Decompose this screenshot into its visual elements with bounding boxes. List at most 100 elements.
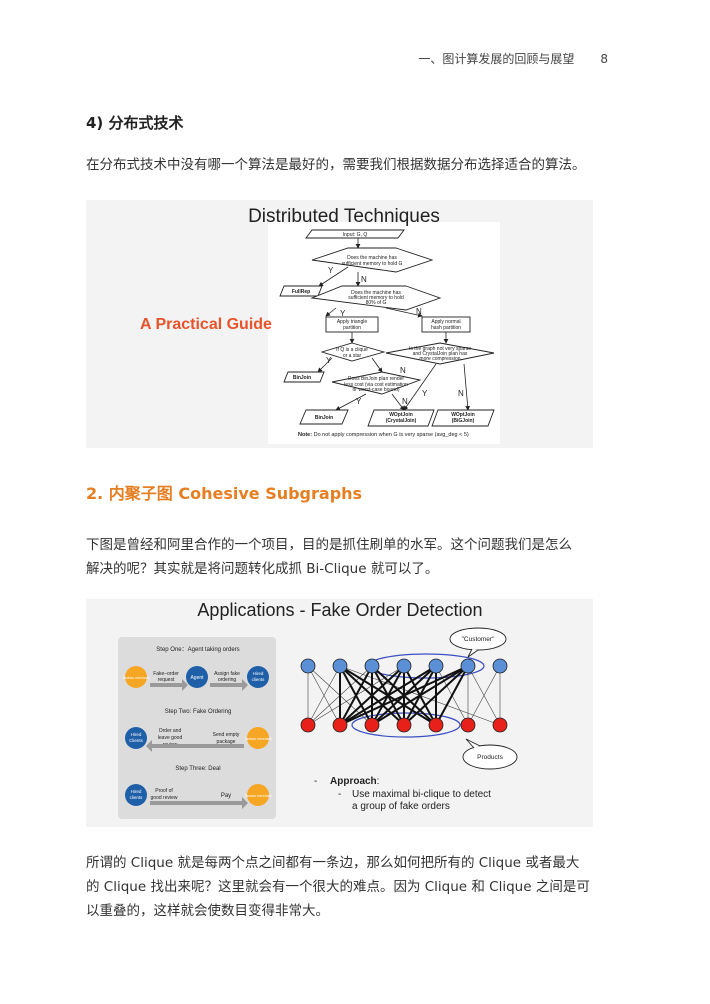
send-label-b: package bbox=[217, 739, 236, 745]
label-d3a: If Q is a clique bbox=[336, 347, 368, 353]
edge-label-y1: Y bbox=[328, 266, 334, 275]
figure-fake-order-detection: Applications - Fake Order Detection Step… bbox=[86, 599, 593, 827]
merchant-circle-1 bbox=[125, 666, 147, 688]
edge-label-y2: Y bbox=[340, 309, 346, 318]
label-d4a: Does BinJoin plan render bbox=[348, 376, 404, 382]
fake-order-label-b: request bbox=[158, 677, 175, 683]
customer-node-4 bbox=[396, 658, 412, 674]
section-heading-cohesive-subgraphs: 2. 内聚子图 Cohesive Subgraphs bbox=[86, 484, 363, 503]
section-heading-distributed: 4) 分布式技术 bbox=[86, 114, 184, 132]
label-wopt2b: (BiGJoin) bbox=[452, 418, 475, 424]
biclique-edges bbox=[339, 665, 469, 726]
edge-label-n4: N bbox=[402, 397, 408, 406]
hired-clients-circle-1 bbox=[247, 666, 269, 688]
order-label-b: leave good bbox=[158, 735, 183, 741]
hired-label-2a: Hired bbox=[131, 732, 142, 737]
process-panel bbox=[118, 637, 276, 819]
agent-label: Agent bbox=[190, 675, 204, 681]
paragraph-distributed: 在分布式技术中没有哪一个算法是最好的，需要我们根据数据分布选择适合的算法。 bbox=[86, 157, 586, 173]
paragraph-cohesive-line2: 解决的呢？其实就是将问题转化成抓 Bi-Clique 就可以了。 bbox=[86, 561, 439, 577]
label-d5a: Is the graph not very sparse bbox=[409, 346, 471, 352]
edge-label-y5: Y bbox=[422, 389, 428, 398]
label-binjoin-2: BinJoin bbox=[315, 415, 333, 421]
label-d1b: sufficient memory to hold G bbox=[342, 261, 403, 267]
label-hash-b: hash partition bbox=[431, 325, 461, 331]
node-hash-partition bbox=[421, 316, 471, 333]
paragraph-clique-line2: 的 Clique 找出来呢？这里就会有一个很大的难点。因为 Clique 和 C… bbox=[86, 879, 590, 895]
hired-label-3a: Hired bbox=[131, 789, 142, 794]
merchant-label-3: Taobao merchant bbox=[244, 794, 271, 798]
products-callout-tail bbox=[465, 738, 481, 749]
process-arrows bbox=[146, 679, 248, 809]
product-node-5 bbox=[428, 717, 444, 733]
node-binjoin-1 bbox=[283, 371, 325, 383]
figure-title: Distributed Techniques bbox=[248, 206, 440, 227]
step-two-label: Step Two: Fake Ordering bbox=[165, 709, 232, 715]
edge-label-n3: N bbox=[400, 366, 406, 375]
fake-order-label-a: Fake–order bbox=[153, 671, 179, 677]
label-d4c: or worst-case bound) bbox=[353, 387, 400, 393]
label-hash-a: Apply normal bbox=[431, 319, 460, 325]
paragraph-cohesive: 下图是曾经和阿里合作的一个项目，目的是抓住刷单的水军。这个问题我们是怎么 解决的… bbox=[86, 533, 616, 581]
decision-memory-80 bbox=[310, 285, 442, 311]
figure2-title: Applications - Fake Order Detection bbox=[197, 600, 482, 620]
approach-title: Approach bbox=[330, 776, 377, 787]
flowchart-note: Note: Do not apply compression when G is… bbox=[298, 432, 469, 438]
proof-label-a: Proof of bbox=[155, 788, 173, 794]
assign-label-a: Assign fake bbox=[214, 671, 240, 677]
products-callout bbox=[462, 744, 518, 770]
approach-line: Approach: bbox=[330, 776, 379, 787]
product-node-7 bbox=[492, 717, 508, 733]
paragraph-clique-line1: 所谓的 Clique 就是每两个点之间都有一条边，那么如何把所有的 Clique… bbox=[86, 855, 580, 871]
edge-label-y4: Y bbox=[356, 397, 362, 406]
label-d5b: and CrystalJoin plan has bbox=[413, 351, 468, 357]
pay-label: Pay bbox=[221, 793, 231, 799]
approach-dash: - bbox=[314, 776, 317, 787]
edge-label-n1: N bbox=[361, 275, 367, 284]
label-tri-b: partition bbox=[343, 325, 361, 331]
merchant-circle-3 bbox=[247, 784, 269, 806]
header-title: 一、图计算发展的回顾与展望 bbox=[418, 52, 575, 66]
step-one-label: Step One：Agent taking orders bbox=[156, 647, 239, 653]
decision-clique-star bbox=[320, 342, 386, 362]
assign-label-b: ordering bbox=[218, 677, 237, 683]
note-text: Do not apply compression when G is very … bbox=[312, 432, 469, 438]
send-label-a: Send empty bbox=[213, 732, 240, 738]
customer-node-1 bbox=[300, 658, 316, 674]
flowchart-edges bbox=[317, 238, 471, 411]
product-group-ellipse bbox=[351, 712, 461, 738]
label-binjoin-1: BinJoin bbox=[293, 375, 311, 381]
customer-callout-text: "Customer" bbox=[462, 636, 495, 643]
label-input: Input: G, Q bbox=[343, 232, 368, 238]
paragraph-cohesive-line1: 下图是曾经和阿里合作的一个项目，目的是抓住刷单的水军。这个问题我们是怎么 bbox=[86, 537, 572, 553]
merchant-circle-2 bbox=[247, 727, 269, 749]
product-node-6 bbox=[460, 717, 476, 733]
order-label-a: Order and bbox=[159, 728, 182, 734]
label-wopt2a: WOptJoin bbox=[451, 412, 475, 418]
label-fullrep: FullRep bbox=[292, 289, 310, 295]
label-d1a: Does the machine has bbox=[347, 255, 397, 261]
approach-colon: : bbox=[377, 776, 380, 787]
practical-guide-label: A Practical Guide bbox=[140, 316, 272, 333]
customer-node-3 bbox=[364, 658, 380, 674]
page-number: 8 bbox=[600, 52, 608, 66]
label-tri-a: Apply triangle bbox=[337, 319, 368, 325]
customer-node-7 bbox=[492, 658, 508, 674]
agent-circle bbox=[186, 666, 208, 688]
hired-label-1a: Hired bbox=[253, 671, 264, 676]
edge-label-n5: N bbox=[458, 389, 464, 398]
label-wopt1b: (CrystalJoin) bbox=[386, 418, 417, 424]
node-woptjoin-crystaljoin bbox=[367, 409, 435, 427]
hired-clients-circle-2 bbox=[125, 727, 147, 749]
node-input bbox=[305, 229, 405, 239]
step-three-label: Step Three: Deal bbox=[175, 766, 220, 772]
proof-label-b: good review bbox=[151, 795, 178, 801]
hired-label-1b: clients bbox=[252, 677, 266, 682]
figure-distributed-techniques: Distributed Techniques A Practical Guide bbox=[86, 200, 593, 448]
customer-callout-tail bbox=[467, 648, 479, 658]
label-d4b: less cost (via cost estimation bbox=[344, 382, 408, 388]
label-d2c: 80% of G bbox=[366, 300, 387, 306]
label-d3b: or a star bbox=[343, 353, 362, 359]
label-d5c: more compression bbox=[419, 356, 460, 362]
node-triangle-partition bbox=[325, 316, 379, 333]
